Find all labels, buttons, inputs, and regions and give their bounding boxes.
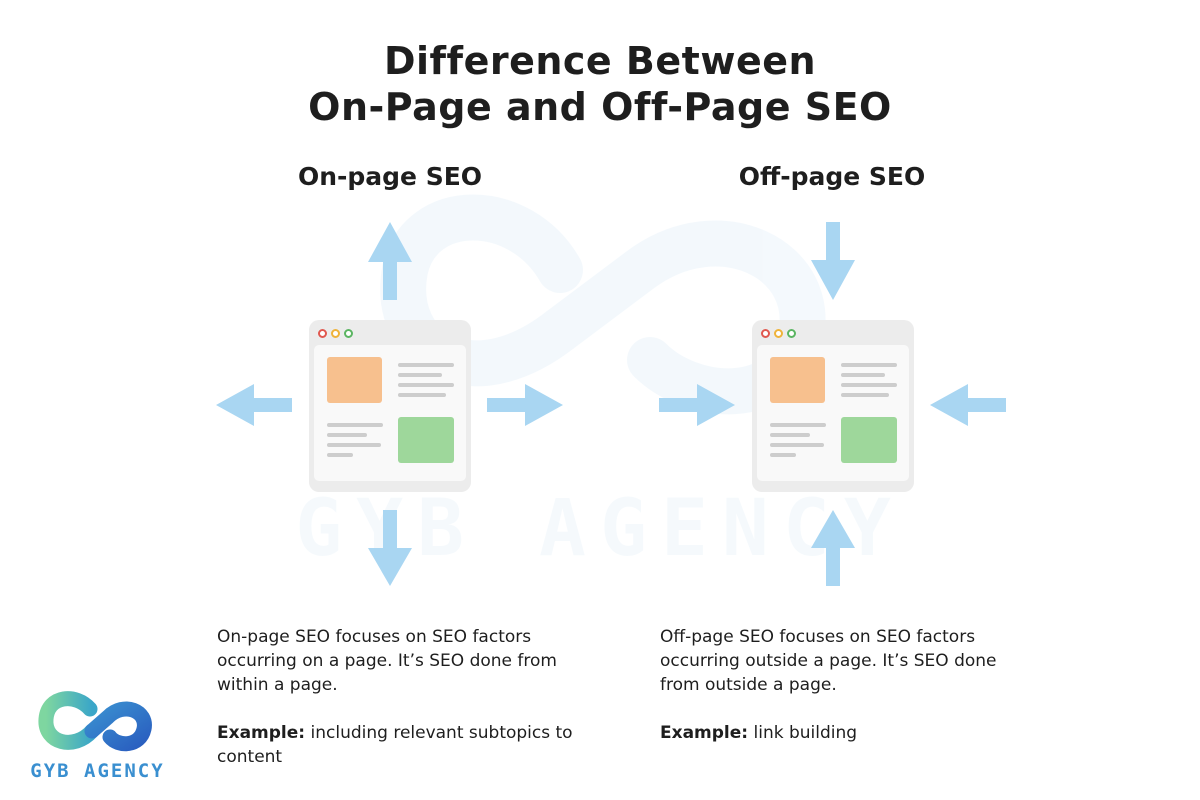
image-block	[841, 417, 897, 463]
arrow-right-icon	[659, 384, 735, 426]
text-line	[841, 363, 897, 367]
text-line	[398, 383, 454, 387]
text-line	[770, 453, 796, 457]
on-page-example-text: including relevant subtopics to content	[217, 723, 573, 767]
window-dot-yellow-icon	[774, 329, 783, 338]
window-dot-red-icon	[318, 329, 327, 338]
off-page-browser-illustration	[752, 320, 914, 492]
brand-name: GYB AGENCY	[30, 760, 165, 782]
browser-content-area	[757, 345, 909, 481]
text-line	[327, 453, 353, 457]
text-line	[770, 423, 826, 427]
window-dot-yellow-icon	[331, 329, 340, 338]
window-dot-red-icon	[761, 329, 770, 338]
on-page-description: On-page SEO focuses on SEO factors occur…	[217, 625, 597, 769]
image-block	[398, 417, 454, 463]
text-line	[841, 373, 885, 377]
text-line	[398, 363, 454, 367]
off-page-description-text: Off-page SEO focuses on SEO factors occu…	[660, 627, 997, 695]
window-dot-green-icon	[344, 329, 353, 338]
text-line	[398, 373, 442, 377]
text-line	[327, 423, 383, 427]
text-line	[770, 433, 810, 437]
on-page-example: Example: including relevant subtopics to…	[217, 721, 597, 769]
browser-content-area	[314, 345, 466, 481]
on-page-heading: On-page SEO	[297, 162, 483, 191]
on-page-description-text: On-page SEO focuses on SEO factors occur…	[217, 627, 557, 695]
off-page-example-text: link building	[753, 723, 858, 743]
on-page-browser-illustration	[309, 320, 471, 492]
text-line	[841, 383, 897, 387]
off-page-heading: Off-page SEO	[738, 162, 926, 191]
image-block	[327, 357, 382, 403]
window-dot-green-icon	[787, 329, 796, 338]
arrow-right-icon	[487, 384, 563, 426]
arrow-down-icon	[368, 510, 412, 586]
text-line	[398, 393, 446, 397]
arrow-up-icon	[811, 510, 855, 586]
page-title: Difference Between On-Page and Off-Page …	[0, 38, 1200, 130]
title-line-1: Difference Between	[383, 39, 817, 83]
image-block	[770, 357, 825, 403]
text-line	[841, 393, 889, 397]
brand-logo-icon	[38, 691, 152, 752]
arrow-down-icon	[811, 222, 855, 300]
title-line-2: On-Page and Off-Page SEO	[308, 85, 892, 129]
off-page-example-label: Example:	[660, 723, 749, 743]
off-page-description: Off-page SEO focuses on SEO factors occu…	[660, 625, 1040, 745]
off-page-example: Example: link building	[660, 721, 1040, 745]
on-page-example-label: Example:	[217, 723, 306, 743]
text-line	[770, 443, 824, 447]
arrow-left-icon	[216, 384, 292, 426]
arrow-left-icon	[930, 384, 1006, 426]
arrow-up-icon	[368, 222, 412, 300]
text-line	[327, 443, 381, 447]
text-line	[327, 433, 367, 437]
